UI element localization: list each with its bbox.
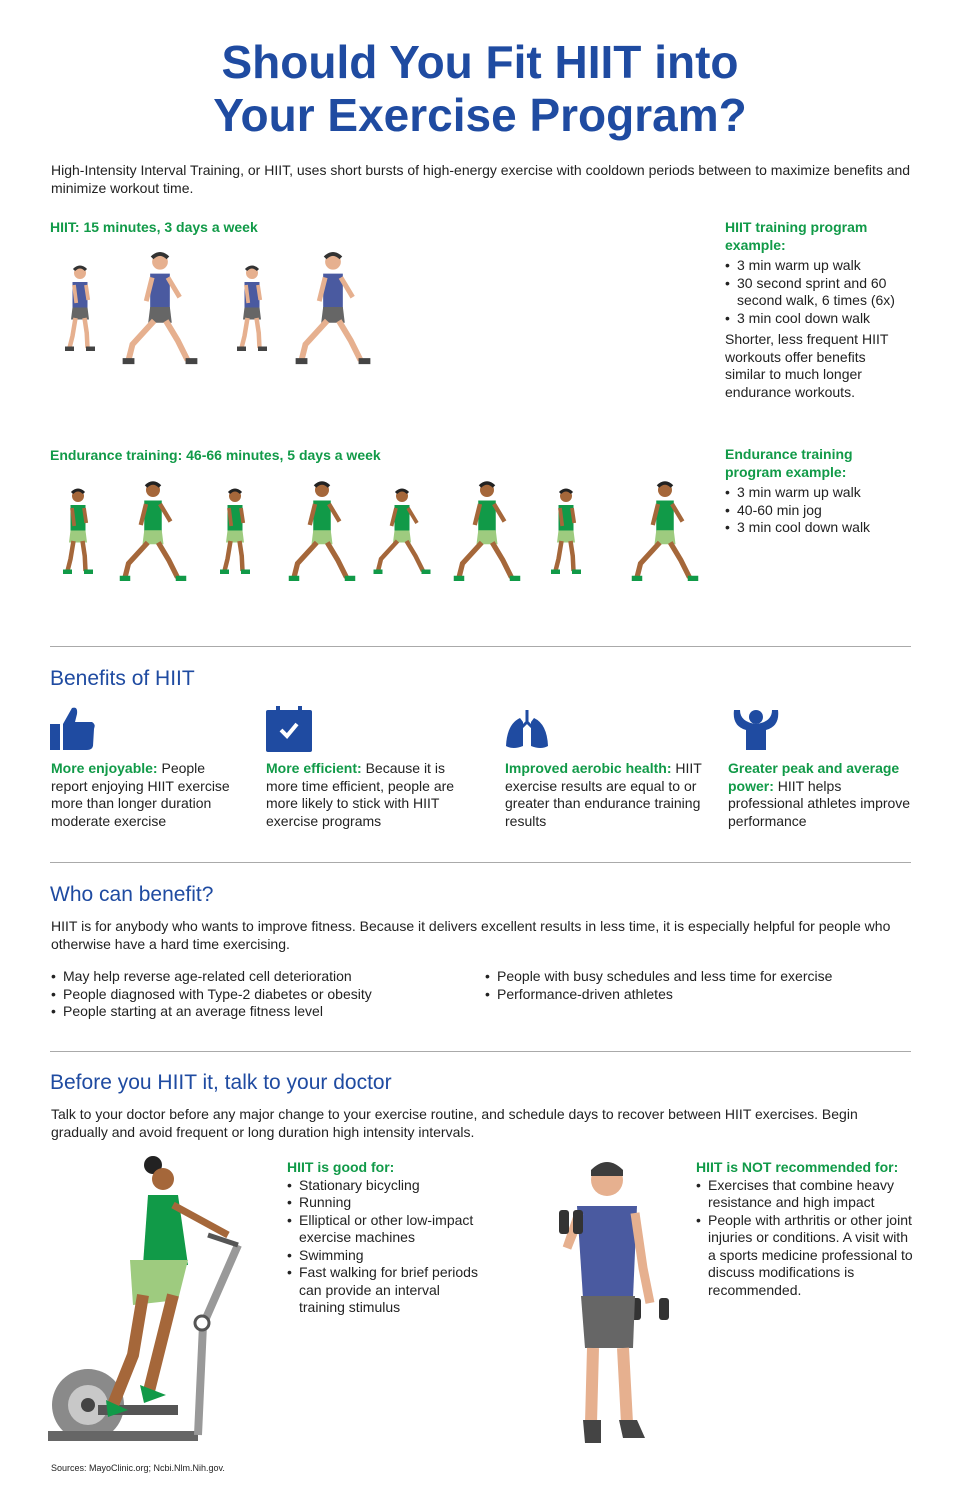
endurance-example: Endurance training program example: 3 mi…	[725, 446, 905, 537]
list-item: Running	[287, 1194, 487, 1212]
list-item: 3 min warm up walk	[725, 484, 905, 502]
benefit-text: Because it is more time efficient, peopl…	[266, 760, 455, 829]
list-item: Fast walking for brief periods can provi…	[287, 1264, 487, 1317]
who-heading: Who can benefit?	[50, 883, 214, 906]
benefit-enjoyable: More enjoyable: People report enjoying H…	[51, 760, 231, 830]
doctor-heading: Before you HIIT it, talk to your doctor	[50, 1071, 392, 1094]
endurance-runner-figure	[631, 481, 699, 581]
good-for-heading: HIIT is good for:	[287, 1159, 395, 1175]
hiit-runner-figure	[65, 265, 95, 351]
divider	[50, 1051, 911, 1052]
hiit-example-heading: HIIT training program example:	[725, 219, 868, 253]
sources: Sources: MayoClinic.org; Ncbi.Nlm.Nih.go…	[51, 1463, 225, 1473]
endurance-runner-figure	[551, 488, 581, 574]
hiit-note: Shorter, less frequent HIIT workouts off…	[725, 331, 889, 400]
not-recommended-list: HIIT is NOT recommended for: Exercises t…	[696, 1159, 916, 1299]
benefits-heading: Benefits of HIIT	[50, 667, 195, 690]
benefit-title: Greater peak and average power:	[728, 760, 900, 794]
divider	[50, 646, 911, 647]
lungs-icon	[506, 710, 548, 748]
calendar-check-icon	[266, 706, 312, 752]
endurance-runner-figure	[453, 481, 521, 581]
list-item: Performance-driven athletes	[485, 986, 905, 1004]
benefit-aerobic: Improved aerobic health: HIIT exercise r…	[505, 760, 705, 830]
hiit-runner-figure	[237, 265, 267, 351]
endurance-runner-figure	[288, 481, 356, 581]
hiit-runner-figure	[295, 251, 371, 365]
endurance-runner-figure	[220, 488, 250, 574]
hiit-runner-figure	[122, 251, 198, 365]
list-item: People with arthritis or other joint inj…	[696, 1212, 916, 1300]
benefit-title: More enjoyable:	[51, 760, 158, 776]
list-item: Elliptical or other low-impact exercise …	[287, 1212, 487, 1247]
endurance-runner-figure	[63, 488, 93, 574]
good-for-list: HIIT is good for: Stationary bicycling R…	[287, 1159, 487, 1317]
list-item: 3 min cool down walk	[725, 310, 905, 328]
list-item: People starting at an average fitness le…	[51, 1003, 471, 1021]
hiit-heading: HIIT: 15 minutes, 3 days a week	[50, 219, 258, 235]
who-list-right: People with busy schedules and less time…	[485, 968, 905, 1003]
title-line: Your Exercise Program?	[213, 89, 747, 141]
endurance-heading: Endurance training: 46-66 minutes, 5 day…	[50, 447, 381, 463]
benefit-text: HIIT helps professional athletes improve…	[728, 777, 911, 829]
person-celebrating-icon	[733, 710, 779, 750]
list-item: Stationary bicycling	[287, 1177, 487, 1195]
thumbs-up-icon	[50, 707, 95, 750]
benefit-power: Greater peak and average power: HIIT hel…	[728, 760, 918, 830]
list-item: 40-60 min jog	[725, 502, 905, 520]
title-line: Should You Fit HIIT into	[221, 36, 739, 88]
doctor-text: Talk to your doctor before any major cha…	[51, 1106, 858, 1140]
divider	[50, 862, 911, 863]
not-recommended-heading: HIIT is NOT recommended for:	[696, 1159, 899, 1175]
list-item: People with busy schedules and less time…	[485, 968, 905, 986]
benefit-text: People report enjoying HIIT exercise mor…	[51, 760, 230, 829]
intro-text: High-Intensity Interval Training, or HII…	[51, 162, 911, 196]
list-item: 3 min warm up walk	[725, 257, 905, 275]
benefit-title: More efficient:	[266, 760, 362, 776]
list-item: 3 min cool down walk	[725, 519, 905, 537]
endurance-runner-figure	[373, 488, 431, 574]
benefit-efficient: More efficient: Because it is more time …	[266, 760, 466, 830]
list-item: 30 second sprint and 60 second walk, 6 t…	[725, 275, 905, 310]
list-item: Swimming	[287, 1247, 487, 1265]
elliptical-machine-illustration	[48, 1156, 242, 1441]
who-text: HIIT is for anybody who wants to improve…	[51, 918, 891, 952]
endurance-runner-figure	[119, 481, 187, 581]
hiit-example: HIIT training program example: 3 min war…	[725, 219, 905, 401]
list-item: People diagnosed with Type-2 diabetes or…	[51, 986, 471, 1004]
benefit-text: HIIT exercise results are equal to or gr…	[505, 760, 702, 829]
dumbbell-man-illustration	[559, 1162, 669, 1443]
list-item: May help reverse age-related cell deteri…	[51, 968, 471, 986]
benefit-title: Improved aerobic health:	[505, 760, 672, 776]
who-list-left: May help reverse age-related cell deteri…	[51, 968, 471, 1021]
list-item: Exercises that combine heavy resistance …	[696, 1177, 916, 1212]
endurance-example-heading: Endurance training program example:	[725, 446, 853, 480]
